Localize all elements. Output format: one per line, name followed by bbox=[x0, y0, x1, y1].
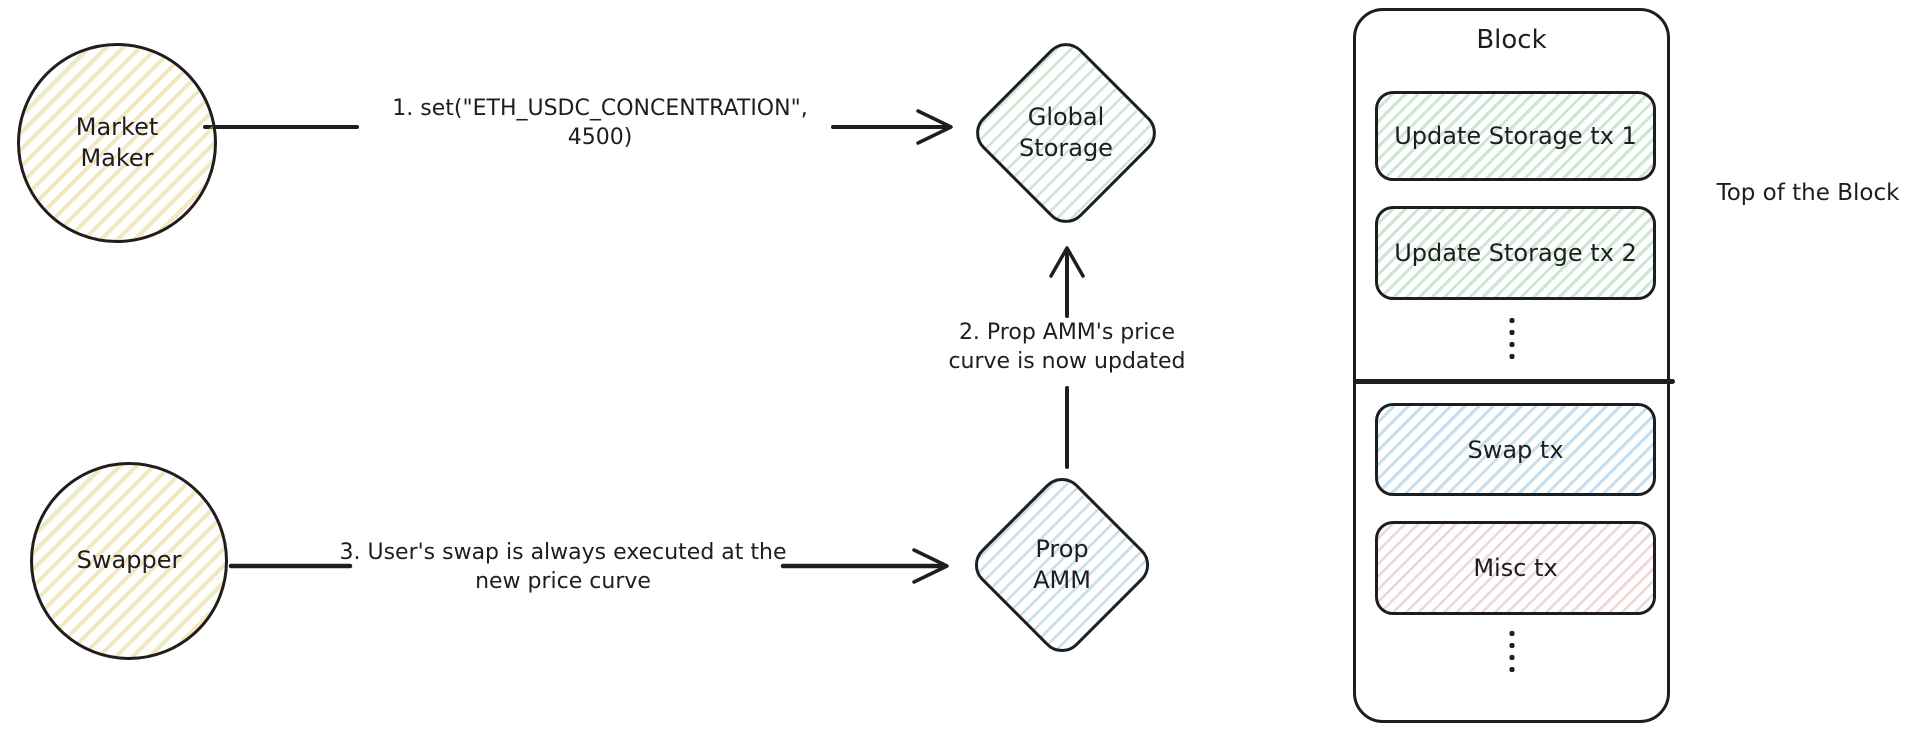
arrow-label-set-concentration: 1. set("ETH_USDC_CONCENTRATION", 4500) bbox=[392, 96, 808, 151]
ellipsis-dots-top bbox=[1509, 318, 1514, 359]
arrow-label-swap-executed: 3. User's swap is always executed at the… bbox=[339, 540, 787, 595]
tx-misc-label: Misc tx bbox=[1473, 554, 1558, 582]
tx-update-storage-1-label: Update Storage tx 1 bbox=[1394, 122, 1637, 150]
global-storage-label: Global Storage bbox=[1019, 102, 1113, 162]
swapper-label: Swapper bbox=[76, 546, 182, 575]
tx-swap: Swap tx bbox=[1375, 403, 1656, 496]
ellipsis-dots-bottom bbox=[1509, 631, 1514, 672]
block-divider bbox=[1353, 379, 1675, 384]
top-of-block-label: Top of the Block bbox=[1716, 180, 1900, 206]
tx-swap-label: Swap tx bbox=[1467, 435, 1564, 464]
prop-amm-label: Prop AMM bbox=[1033, 534, 1091, 594]
node-swapper: Swapper bbox=[30, 462, 228, 660]
tx-misc: Misc tx bbox=[1375, 521, 1656, 615]
tx-update-storage-2: Update Storage tx 2 bbox=[1375, 206, 1656, 300]
market-maker-label: Market Maker bbox=[75, 112, 159, 172]
tx-update-storage-1: Update Storage tx 1 bbox=[1375, 91, 1656, 181]
block-container: Block Update Storage tx 1 Update Storage… bbox=[1353, 8, 1675, 723]
arrow-label-price-curve-updated: 2. Prop AMM's price curve is now updated bbox=[948, 320, 1186, 375]
block-title: Block bbox=[1476, 25, 1547, 55]
tx-update-storage-2-label: Update Storage tx 2 bbox=[1394, 239, 1637, 267]
node-market-maker: Market Maker bbox=[17, 43, 217, 243]
